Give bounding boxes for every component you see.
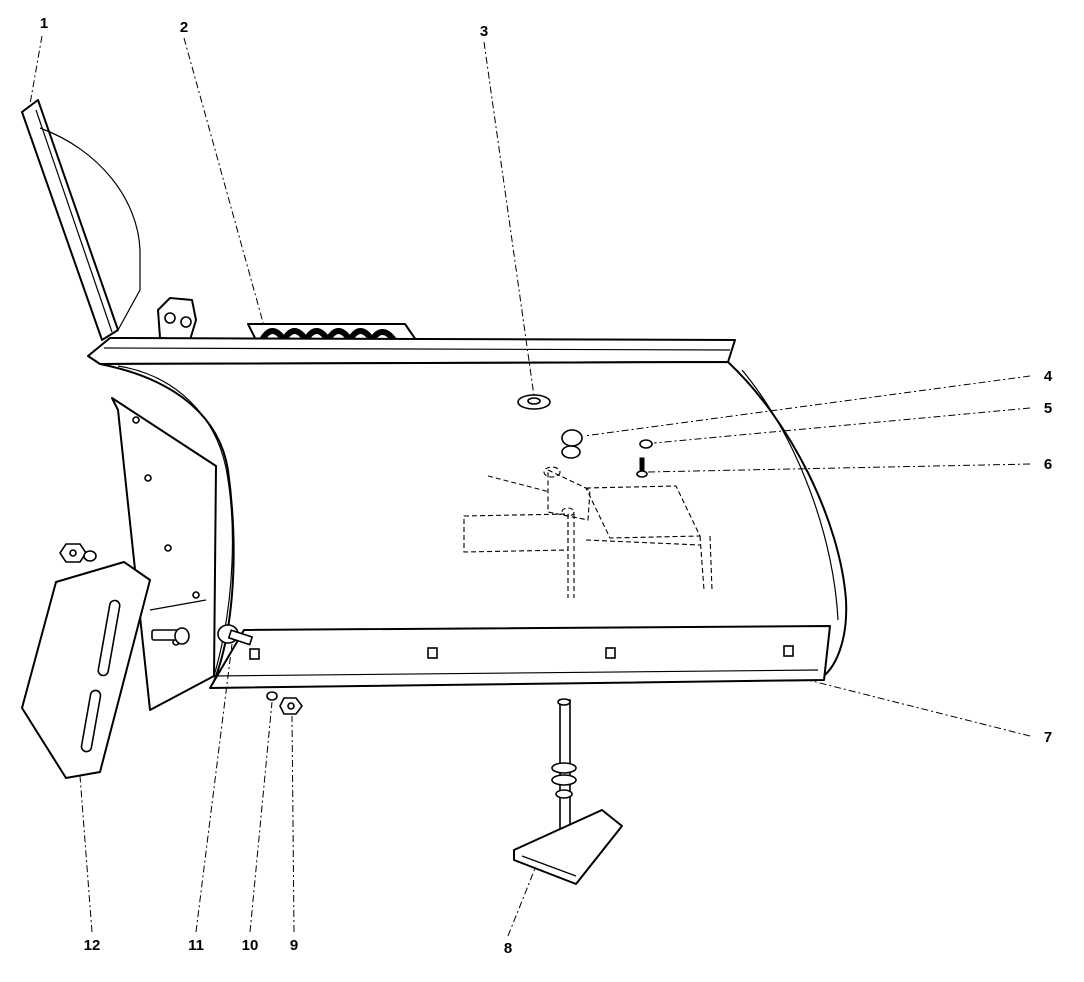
leader-lines [29,35,1031,937]
callout-2: 2 [180,19,188,36]
callout-11: 11 [188,937,204,954]
part-5-washer [639,439,653,449]
callout-9: 9 [290,937,298,954]
callout-1: 1 [40,15,48,32]
hidden-mounting-frame [463,466,713,598]
callout-7: 7 [1044,729,1052,746]
part-3-pivot-plate [517,394,551,410]
part-11-carriage-bolt [217,624,254,646]
part-6-bolt [636,457,648,478]
part-4-spring-nut [561,429,583,459]
callout-12: 12 [84,937,101,954]
callout-10: 10 [242,937,259,954]
callout-8: 8 [504,940,512,957]
callout-numbers: 1 2 3 4 5 6 7 8 9 10 11 12 [40,15,1053,957]
callout-6: 6 [1044,456,1052,473]
callout-4: 4 [1044,368,1053,385]
blade-main-body [87,337,848,689]
part-8-skid-shoe [513,698,623,885]
part-1-deflector-plate [21,99,141,341]
part-9-nut [279,697,303,715]
callout-5: 5 [1044,400,1052,417]
part-12-side-plate [21,543,190,779]
callout-3: 3 [480,23,488,40]
hinge-bracket [157,297,197,341]
part-10-lock-washer [266,691,278,701]
